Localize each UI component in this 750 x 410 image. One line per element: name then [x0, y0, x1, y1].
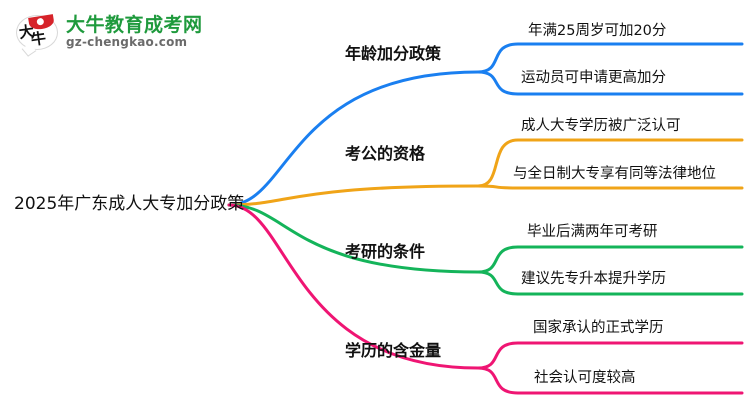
leaf-label-2-2[interactable]: 与全日制大专享有同等法律地位	[513, 166, 716, 182]
leaf-label-1-1[interactable]: 年满25周岁可加20分	[528, 23, 667, 39]
connector-root-to-branch-3	[227, 203, 480, 274]
connector-branch-4-leaf-2	[476, 366, 744, 395]
logo-subtitle: gz-chengkao.com	[66, 35, 188, 50]
logo-title: 大牛教育成考网	[66, 13, 203, 36]
branch-label-2[interactable]: 考公的资格	[345, 144, 426, 163]
branch-label-1[interactable]: 年龄加分政策	[345, 44, 442, 63]
leaf-label-3-1[interactable]: 毕业后满两年可考研	[527, 224, 658, 240]
connector-root-to-branch-2	[227, 184, 480, 207]
connector-branch-3-leaf-2	[476, 270, 744, 296]
root-node-label[interactable]: 2025年广东成人大专加分政策	[14, 194, 245, 214]
connector-root-to-branch-1	[227, 70, 480, 207]
leaf-label-2-1[interactable]: 成人大专学历被广泛认可	[521, 118, 681, 134]
connector-branch-4-leaf-1	[476, 341, 744, 370]
branch-label-3[interactable]: 考研的条件	[345, 242, 426, 261]
connector-branch-2-leaf-1	[476, 138, 744, 188]
logo-text-block: 大牛教育成考网 gz-chengkao.com	[66, 13, 203, 51]
connector-branch-1-leaf-2	[476, 70, 744, 96]
leaf-label-1-2[interactable]: 运动员可申请更高加分	[521, 70, 666, 86]
connector-branch-2-leaf-2	[476, 184, 744, 190]
branch-label-4[interactable]: 学历的含金量	[345, 341, 442, 360]
leaf-label-3-2[interactable]: 建议先专升本提升学历	[521, 271, 666, 287]
connector-root-to-branch-4	[227, 203, 480, 370]
leaf-label-4-1[interactable]: 国家承认的正式学历	[533, 320, 664, 336]
connector-branch-1-leaf-1	[476, 42, 744, 74]
site-logo: 大 牛 大牛教育成考网 gz-chengkao.com	[14, 10, 224, 56]
connector-branch-3-leaf-1	[476, 245, 744, 274]
leaf-label-4-2[interactable]: 社会认可度较高	[534, 370, 636, 386]
bull-head-in-speech-bubble-icon: 大 牛	[14, 13, 58, 53]
